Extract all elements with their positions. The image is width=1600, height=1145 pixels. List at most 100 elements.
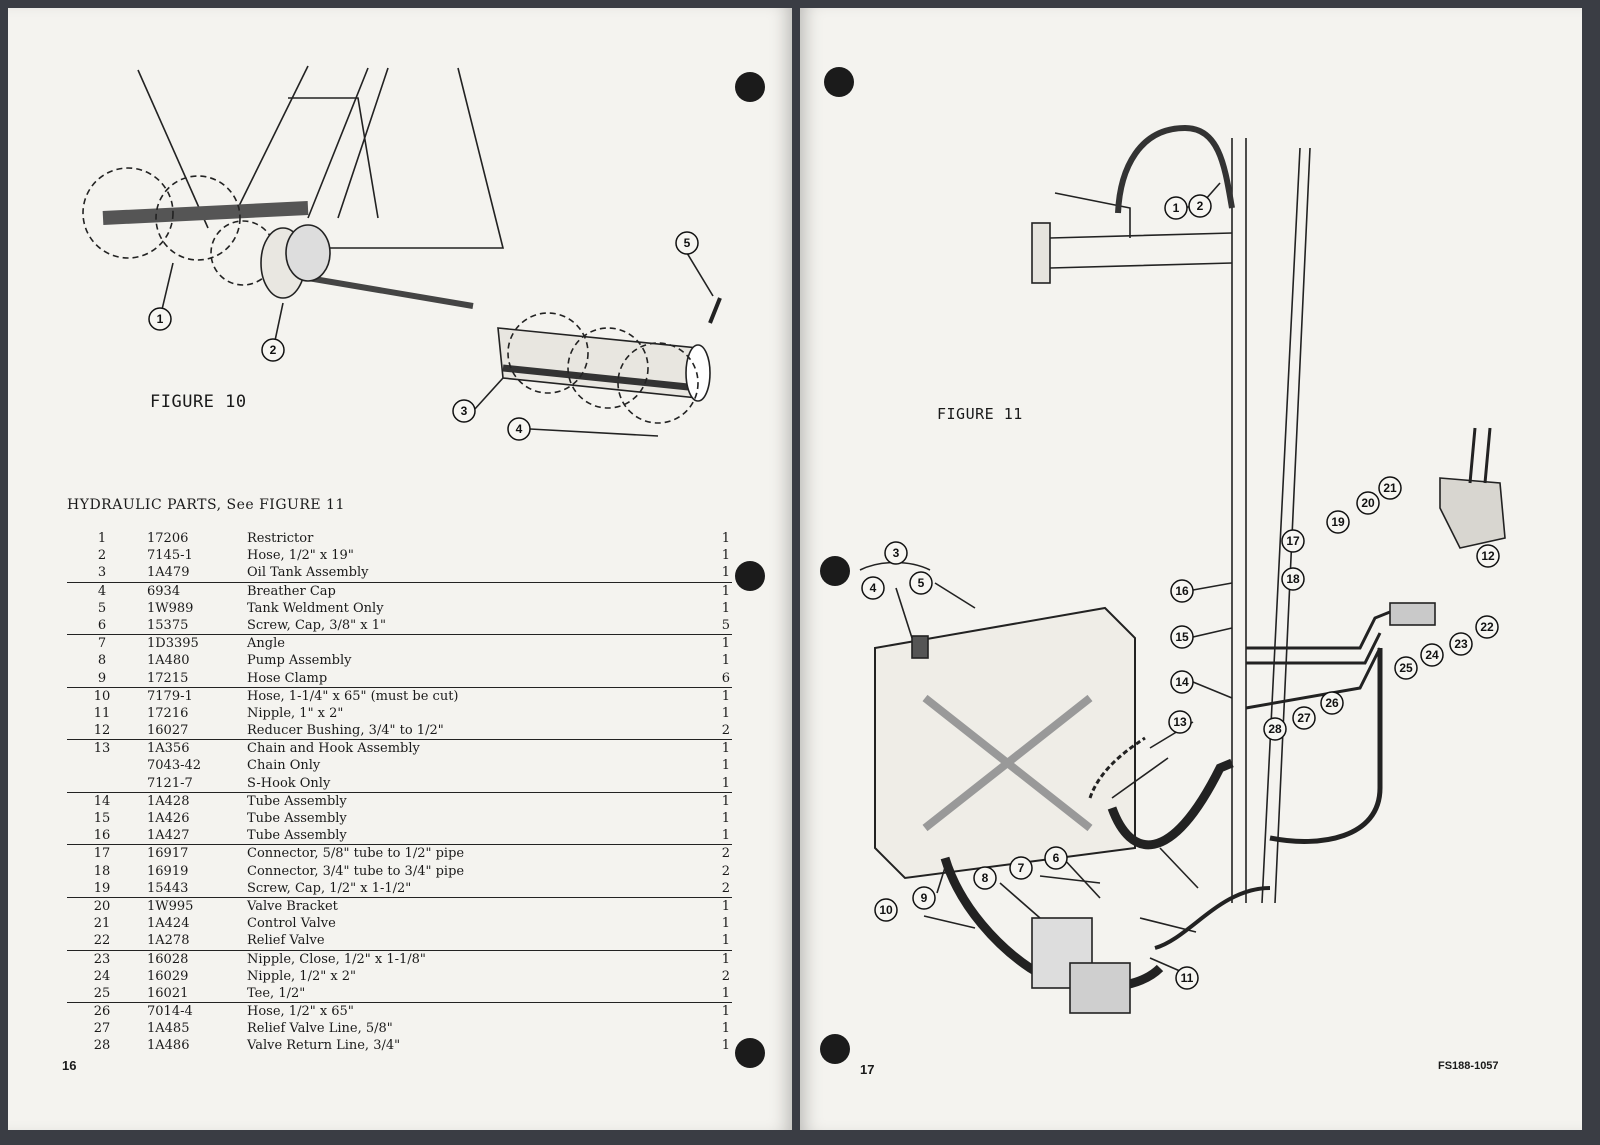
svg-text:7: 7: [1018, 861, 1025, 875]
svg-text:5: 5: [918, 576, 925, 590]
svg-text:21: 21: [1383, 481, 1397, 495]
item-number: 13: [67, 739, 147, 758]
figure-11-callout-24: 24: [1420, 643, 1444, 667]
quantity: 1: [690, 791, 732, 810]
figure-11-callout-4: 4: [861, 576, 885, 600]
part-description: Connector, 5/8" tube to 1/2" pipe: [247, 844, 690, 863]
binder-hole-middle-right-page: [820, 556, 850, 586]
part-description: Restrictor: [247, 531, 314, 546]
item-number: 1: [97, 531, 107, 546]
quantity: 2: [721, 723, 730, 739]
svg-text:23: 23: [1454, 637, 1468, 651]
quantity: 1: [721, 985, 730, 1001]
part-number: 16917: [147, 844, 247, 863]
parts-row: 8 1A480 Pump Assembly 1: [67, 652, 732, 669]
part-description: Valve Return Line, 3/4": [247, 1038, 401, 1054]
part-description: Tank Weldment Only: [247, 600, 384, 616]
figure-11-callout-7: 7: [1009, 856, 1033, 880]
figure-11-callout-12: 12: [1476, 544, 1500, 568]
item-number: 14: [67, 791, 147, 810]
binder-hole-top-left-page: [735, 72, 765, 102]
part-number: 7043-42: [147, 758, 202, 774]
part-description: Hose, 1/2" x 19": [247, 548, 354, 564]
part-description: Pump Assembly: [247, 653, 352, 669]
part-number: 17216: [147, 705, 189, 721]
item-number: 8: [97, 653, 107, 669]
figure-11-callout-9: 9: [912, 886, 936, 910]
part-number: 16028: [147, 949, 247, 968]
item-number: 21: [93, 916, 111, 932]
part-description: Connector, 3/4" tube to 3/4" pipe: [247, 863, 465, 879]
part-description: Tube Assembly: [247, 828, 347, 844]
item-number: 5: [97, 600, 107, 616]
figure-11-callout-27: 27: [1292, 706, 1316, 730]
part-number: 1A427: [147, 828, 190, 844]
part-number: 1A356: [147, 739, 247, 758]
svg-text:24: 24: [1425, 648, 1439, 662]
svg-text:15: 15: [1175, 630, 1189, 644]
figure-11-callout-3: 3: [884, 541, 908, 565]
svg-text:6: 6: [1053, 851, 1060, 865]
svg-text:9: 9: [921, 891, 928, 905]
quantity: 1: [721, 705, 730, 721]
part-number: 1A485: [147, 1021, 190, 1037]
part-description: Relief Valve Line, 5/8": [247, 1021, 393, 1037]
part-number: 17206: [147, 531, 189, 546]
svg-text:3: 3: [461, 404, 468, 418]
item-number: 12: [93, 723, 111, 739]
svg-text:14: 14: [1175, 675, 1189, 689]
figure-10-illustration: 1 2 3 4 5: [82, 65, 722, 441]
quantity: 1: [721, 653, 730, 669]
parts-table-title: HYDRAULIC PARTS, See FIGURE 11: [67, 497, 345, 513]
svg-text:28: 28: [1268, 722, 1282, 736]
binder-hole-middle-left-page: [735, 561, 765, 591]
part-description: Relief Valve: [247, 933, 325, 949]
quantity: 1: [721, 1021, 730, 1037]
part-description: Tube Assembly: [247, 811, 347, 826]
item-number: 18: [93, 863, 111, 879]
item-number: 16: [93, 828, 111, 844]
quantity: 2: [690, 844, 732, 863]
part-number: 16919: [147, 863, 189, 879]
item-number: 27: [93, 1021, 111, 1037]
item-number: 19: [93, 880, 111, 896]
item-number: 3: [97, 565, 107, 581]
figure-11-caption: FIGURE 11: [937, 405, 1023, 423]
item-number: 4: [67, 581, 147, 600]
figure-11-callout-26: 26: [1320, 691, 1344, 715]
part-description: Nipple, 1" x 2": [247, 705, 344, 721]
figure-11-callout-23: 23: [1449, 632, 1473, 656]
svg-text:18: 18: [1286, 572, 1300, 586]
item-number: 15: [93, 811, 111, 826]
figure-11-callout-15: 15: [1170, 625, 1194, 649]
part-description: S-Hook Only: [247, 775, 331, 791]
item-number: 24: [93, 968, 111, 984]
figure-11-callout-11: 11: [1175, 966, 1199, 990]
figure-10-callout-1: 1: [148, 307, 172, 331]
svg-text:22: 22: [1480, 620, 1494, 634]
part-description: Hose, 1-1/4" x 65" (must be cut): [247, 686, 690, 705]
figure-10-callout-2: 2: [261, 338, 285, 362]
part-description: Angle: [247, 634, 690, 653]
part-description: Hose, 1/2" x 65": [247, 1002, 690, 1021]
part-number: 7014-4: [147, 1002, 247, 1021]
item-number: 23: [67, 949, 147, 968]
part-number: 1A480: [147, 653, 190, 669]
